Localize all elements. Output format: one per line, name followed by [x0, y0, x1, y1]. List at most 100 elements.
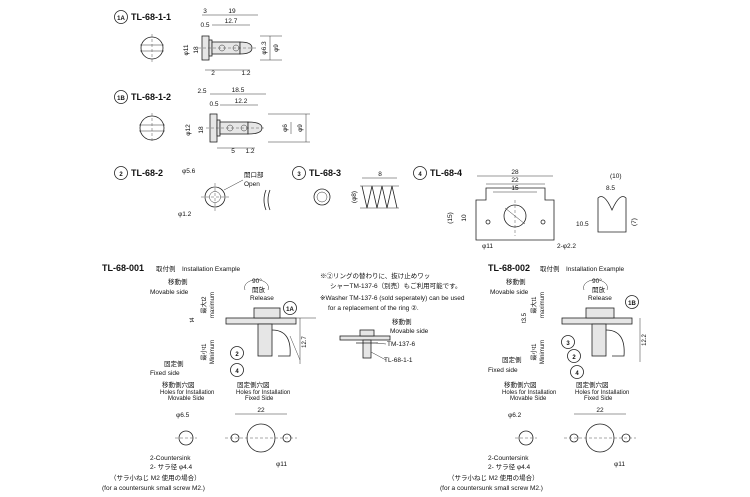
plate-front-view	[475, 187, 555, 241]
inst2-phi11: φ11	[614, 461, 625, 468]
inst2-badge-3-label: 3	[566, 341, 570, 347]
part-code-3: TL-68-3	[309, 168, 341, 178]
part-4-section: 4 TL-68-4 28 22 15 10 (15) φ11 2-φ2.2 (1…	[413, 166, 638, 250]
inst2-badge-4	[570, 365, 584, 379]
inst1-min-en: Minimum	[210, 340, 216, 364]
part-3-section: 3 TL-68-3 8 (φ8)	[292, 166, 399, 209]
dim-1a-05: 0.5	[200, 22, 209, 29]
inst1-release-jp: 開放	[252, 285, 266, 294]
inst2-d22: 22	[596, 407, 604, 414]
note-movable-en: Movable side	[390, 328, 429, 335]
inst1-badge-1a	[283, 301, 297, 315]
inst1-badge-2	[230, 346, 244, 360]
dim-1b-185: 18.5	[232, 87, 245, 94]
note-movable-jp: 移動側	[392, 317, 412, 326]
inst1-holes-mov-en1: Holes for Installation	[160, 390, 214, 396]
inst1-cs2: 2- サラ径 φ4.4	[150, 462, 193, 471]
inst1-phi65: φ6.5	[176, 412, 190, 419]
inst2-max-jp: 最大t1	[530, 296, 538, 314]
dim-3-phi8: (φ8)	[351, 191, 358, 203]
inst2-t35: t3.5	[522, 312, 528, 323]
dim-1a-phi11: φ11	[183, 44, 190, 55]
dim-4-105: 10.5	[576, 221, 589, 228]
inst2-release-en: Release	[588, 295, 612, 302]
dim-4-phi11: φ11	[482, 243, 493, 250]
inst2-angle: 90°	[592, 277, 602, 285]
inst1-badge-1a-label: 1A	[286, 307, 294, 313]
inst1-holes-fix-jp: 固定側穴図	[237, 380, 270, 389]
installation-example-2: TL-68-002 取付例 Installation Example 移動側 M…	[440, 263, 648, 492]
installation-example-1: TL-68-001 取付例 Installation Example 移動側 M…	[102, 263, 316, 492]
dim-2-opening-jp: 開口部	[244, 170, 264, 179]
plate-side-view	[597, 196, 627, 233]
inst1-t4: t4	[190, 317, 196, 323]
inst2-title-jp: 取付例	[540, 264, 560, 273]
inst1-release-en: Release	[250, 295, 274, 302]
inst2-max-en: maximum	[540, 292, 546, 318]
inst1-badge-2-label: 2	[235, 352, 239, 358]
part-2-section: 2 TL-68-2 φ5.6 開口部 Open φ1.2	[114, 166, 271, 218]
dim-4-15v: (15)	[447, 212, 454, 224]
dim-1a-2: 2	[211, 70, 215, 77]
part-badge-1b	[114, 90, 128, 104]
dim-1a-phi63: φ6.3	[261, 41, 268, 55]
dim-1a-phi9: φ9	[273, 44, 280, 52]
inst2-fixed-en: Fixed side	[488, 367, 518, 374]
dim-2-phi12: φ1.2	[178, 211, 192, 218]
inst2-badge-3	[561, 335, 575, 349]
dim-1a-3: 3	[203, 8, 207, 15]
part-badge-4	[413, 166, 427, 180]
note-plate	[339, 335, 391, 341]
note-line2: シャーTM-137-6（別売）もご利用可能です。	[330, 281, 462, 290]
inst1-holes-fix-en2: Fixed Side	[245, 396, 274, 402]
dim-1a-18: 18	[193, 46, 200, 54]
dim-1b-122: 12.2	[235, 98, 248, 105]
dim-2-phi56: φ5.6	[182, 168, 196, 175]
pin-side-view-1a	[198, 35, 258, 61]
dim-4-10p: (10)	[610, 173, 622, 180]
inst2-min-jp: 最小t1	[530, 343, 538, 361]
inst1-badge-4	[230, 363, 244, 377]
inst1-min-jp: 最小t1	[200, 343, 208, 361]
inst2-holes-fix-jp: 固定側穴図	[576, 380, 609, 389]
part-code-1b: TL-68-1-2	[131, 92, 171, 102]
inst1-cs3: （サラ小ねじ M2 使用の場合）	[110, 473, 201, 482]
inst2-movable-en: Movable side	[490, 289, 529, 296]
dim-1b-phi12: φ12	[185, 124, 192, 136]
spring-end-view	[313, 188, 331, 206]
dim-1b-12: 1.2	[245, 148, 254, 155]
inst2-h122: 12.2	[642, 334, 648, 346]
part-badge-1a-label: 1A	[117, 16, 125, 22]
inst1-h127: 12.7	[302, 336, 308, 348]
inst2-badge-1b	[625, 295, 639, 309]
part-badge-1a	[114, 10, 128, 24]
note-line1: ※②リングの替わりに、抜け止めワッ	[320, 271, 430, 280]
part-code-4: TL-68-4	[430, 168, 462, 178]
part-badge-1b-label: 1B	[117, 96, 125, 102]
inst1-d22: 22	[257, 407, 265, 414]
inst2-assembly	[585, 307, 625, 357]
pin-side-view-1b	[206, 113, 266, 143]
inst2-movable-jp: 移動側	[506, 277, 526, 286]
dim-1a-12: 1.2	[241, 70, 250, 77]
inst1-cs1: 2-Countersink	[150, 455, 191, 462]
inst2-cs2: 2- サラ径 φ4.4	[488, 462, 531, 471]
inst1-max-en: maximum	[210, 292, 216, 318]
dim-1b-phi6: φ6	[282, 124, 289, 132]
inst2-cs4: (for a countersunk small screw M2.)	[440, 485, 543, 492]
part-code-2: TL-68-2	[131, 168, 163, 178]
dim-4-28: 28	[511, 169, 519, 176]
inst1-phi11: φ11	[276, 461, 287, 468]
inst1-title-jp: 取付例	[156, 264, 176, 273]
inst1-holes-mov-jp: 移動側穴図	[162, 380, 195, 389]
inst2-holes-mov-en2: Movable Side	[510, 396, 547, 402]
inst2-holes-mov-jp: 移動側穴図	[504, 380, 537, 389]
inst2-holes-mov-en1: Holes for Installation	[502, 390, 556, 396]
dim-1a-127: 12.7	[225, 18, 238, 25]
dim-4-85: 8.5	[606, 185, 615, 192]
inst1-movable-jp: 移動側	[168, 277, 188, 286]
inst1-badge-4-label: 4	[235, 369, 239, 375]
inst1-code: TL-68-001	[102, 263, 144, 273]
inst2-phi62: φ6.2	[508, 412, 522, 419]
part-badge-2	[114, 166, 128, 180]
